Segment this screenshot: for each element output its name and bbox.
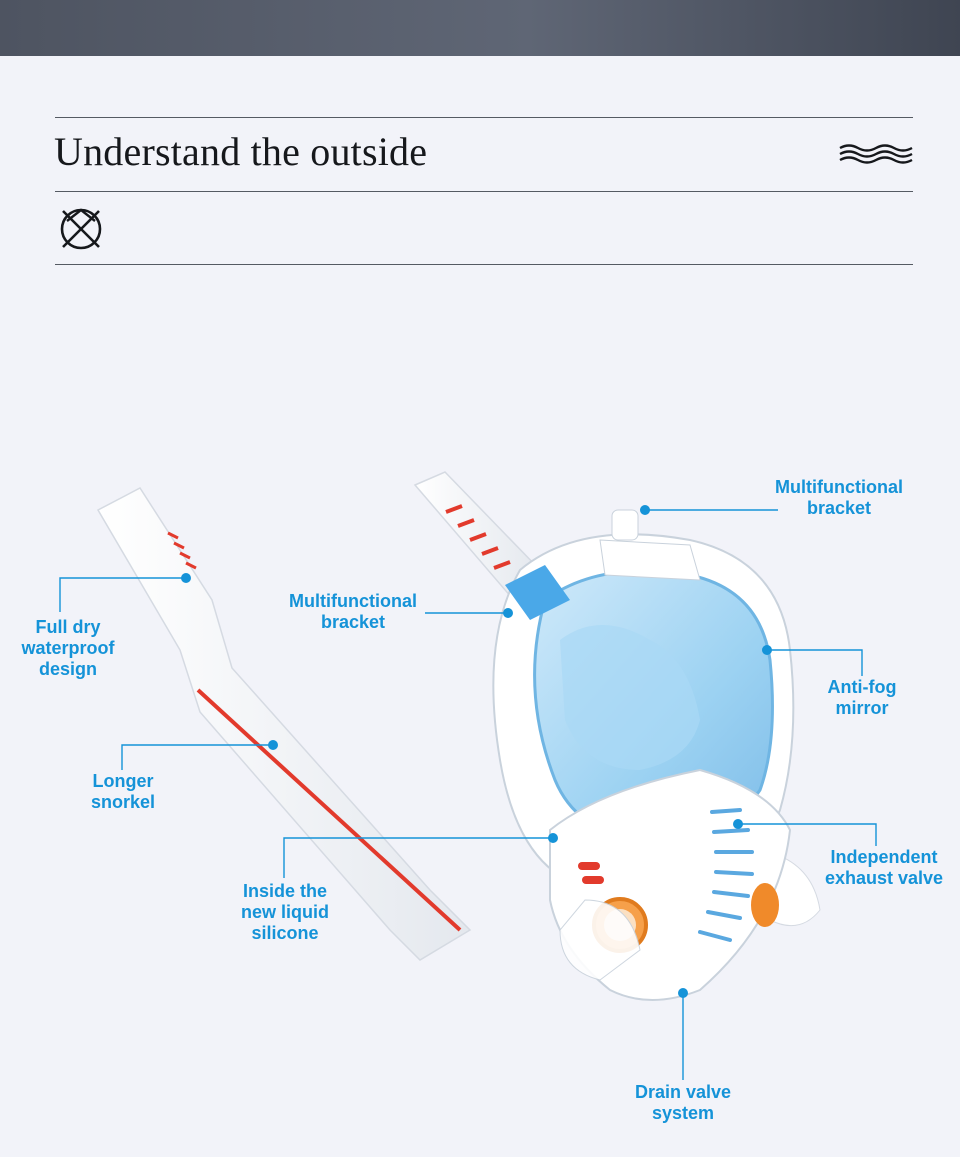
label-full-dry: Full dry waterproof design xyxy=(21,617,115,679)
label-exhaust-valve: Independent exhaust valve xyxy=(824,847,944,888)
divider-middle xyxy=(55,191,913,192)
callout-dot-snorkel xyxy=(268,740,278,750)
label-anti-fog: Anti-fog mirror xyxy=(827,677,897,718)
wave-lines-icon xyxy=(839,144,913,164)
snorkel-tube-left xyxy=(96,487,472,961)
red-side-vents xyxy=(578,862,604,884)
exhaust-vents xyxy=(698,808,754,942)
label-bracket-side: Multifunctional bracket xyxy=(289,591,417,632)
divider-top xyxy=(55,117,913,118)
label-bracket-top: Multifunctional bracket xyxy=(775,477,903,518)
top-banner xyxy=(0,0,960,56)
callout-dot-bracket-top xyxy=(640,505,650,515)
callout-dot-exhaust xyxy=(733,819,743,829)
label-liquid-silicone: Inside the new liquid silicone xyxy=(241,881,329,943)
top-bracket xyxy=(599,509,701,581)
callout-dot-silicone xyxy=(548,833,558,843)
label-longer-snorkel: Longer snorkel xyxy=(90,771,156,812)
callout-dot-full-dry xyxy=(181,573,191,583)
drain-valve-right xyxy=(751,883,779,927)
snorkel-red-stripe xyxy=(196,688,462,932)
label-drain-valve: Drain valve system xyxy=(634,1082,732,1123)
do-not-wash-icon xyxy=(60,208,102,250)
callout-dot-bracket-side xyxy=(503,608,513,618)
callout-dot-drain xyxy=(678,988,688,998)
divider-bottom xyxy=(55,264,913,265)
page-title: Understand the outside xyxy=(54,129,428,174)
callout-dot-anti-fog xyxy=(762,645,772,655)
side-bracket xyxy=(505,565,570,620)
